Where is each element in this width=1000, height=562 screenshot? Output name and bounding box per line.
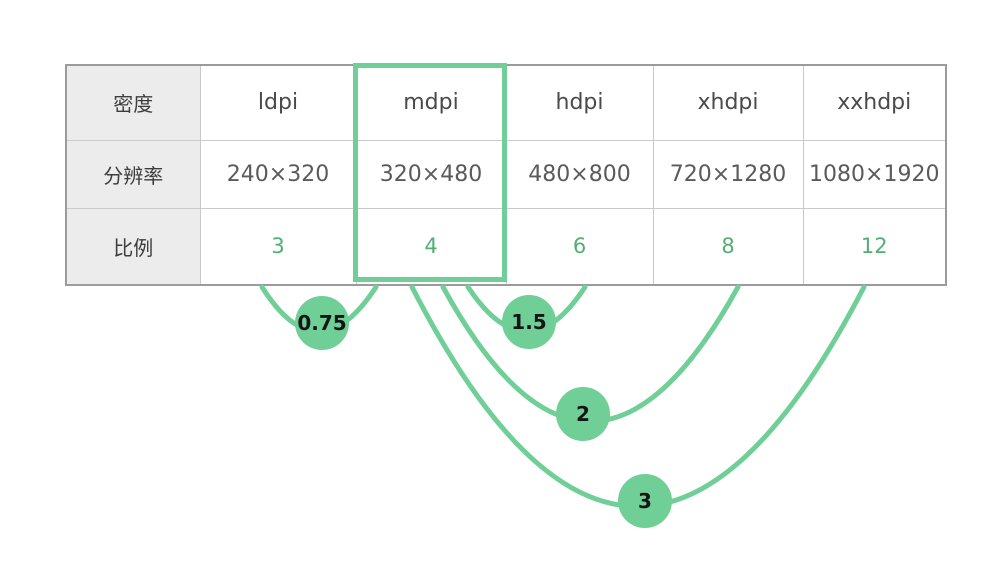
row-header-ratio: 比例 (65, 207, 201, 286)
cell-density-ldpi: ldpi (199, 64, 357, 141)
factor-badge-label: 1.5 (511, 310, 547, 334)
cell-density-hdpi: hdpi (505, 64, 654, 141)
density-table: 密度 ldpi mdpi hdpi xhdpi xxhdpi 分辨率 240×3… (65, 64, 947, 286)
cell-resolution-xxhdpi: 1080×1920 (802, 139, 947, 209)
row-header-density: 密度 (65, 64, 201, 141)
table-row-density: 密度 ldpi mdpi hdpi xhdpi xxhdpi (65, 64, 947, 141)
factor-badge-0-75: 0.75 (295, 296, 349, 350)
table-row-resolution: 分辨率 240×320 320×480 480×800 720×1280 108… (65, 139, 947, 209)
arc-mdpi-to-xxhdpi (409, 284, 867, 509)
cell-resolution-mdpi: 320×480 (355, 139, 507, 209)
cell-ratio-hdpi: 6 (505, 207, 654, 286)
factor-badge-label: 0.75 (297, 311, 347, 335)
cell-resolution-ldpi: 240×320 (199, 139, 357, 209)
cell-resolution-xhdpi: 720×1280 (652, 139, 804, 209)
cell-ratio-mdpi: 4 (355, 207, 507, 286)
factor-badge-label: 3 (638, 489, 652, 513)
cell-density-mdpi: mdpi (355, 64, 507, 141)
cell-density-xxhdpi: xxhdpi (802, 64, 947, 141)
row-header-resolution: 分辨率 (65, 139, 201, 209)
factor-badge-label: 2 (576, 402, 590, 426)
cell-density-xhdpi: xhdpi (652, 64, 804, 141)
factor-badge-2: 2 (556, 387, 610, 441)
cell-ratio-xhdpi: 8 (652, 207, 804, 286)
factor-badge-3: 3 (618, 474, 672, 528)
cell-ratio-xxhdpi: 12 (802, 207, 947, 286)
factor-badge-1-5: 1.5 (502, 295, 556, 349)
table-row-ratio: 比例 3 4 6 8 12 (65, 207, 947, 286)
cell-ratio-ldpi: 3 (199, 207, 357, 286)
cell-resolution-hdpi: 480×800 (505, 139, 654, 209)
